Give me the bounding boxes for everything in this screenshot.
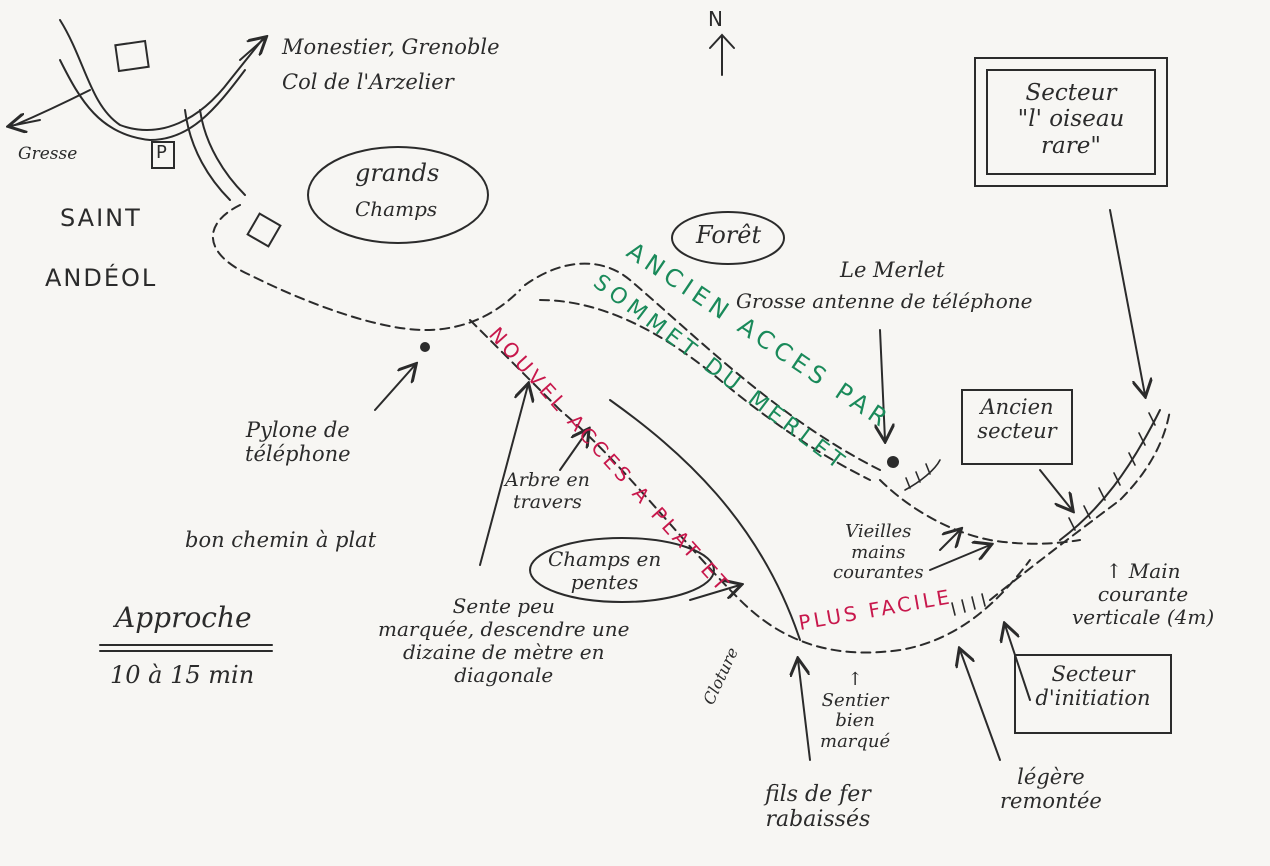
oiseau-rare-box xyxy=(974,57,1168,187)
label-parking: P xyxy=(156,142,169,163)
path-to-pylone xyxy=(212,204,521,332)
label-antenne: Grosse antenne de téléphone xyxy=(736,289,1033,313)
town-andeol: ANDÉOL xyxy=(45,264,158,292)
pylone-dot xyxy=(420,342,430,352)
diamond-icon xyxy=(246,212,282,248)
route-plus-facile: PLUS FACILE xyxy=(797,584,954,635)
label-ancien-secteur: Ancien secteur xyxy=(977,395,1057,444)
path-ancien-acces xyxy=(524,262,881,471)
path-merlet-loop xyxy=(879,479,1081,545)
road-south xyxy=(184,109,231,201)
town-saint: SAINT xyxy=(60,204,142,232)
label-gresse: Gresse xyxy=(18,144,78,164)
label-le-merlet: Le Merlet xyxy=(840,258,945,282)
road-monestier xyxy=(59,19,263,131)
label-fils: fils de fer rabaissés xyxy=(765,782,871,833)
label-sente: Sente peu marquée, descendre une dizaine… xyxy=(378,594,630,687)
fence-line xyxy=(609,399,801,641)
church-icon xyxy=(114,39,150,73)
secteur-initiation-box xyxy=(1014,654,1172,734)
cliff-right xyxy=(1059,409,1161,541)
label-main-courante: ↑ Main courante verticale (4m) xyxy=(1072,559,1215,629)
north-arrow-icon xyxy=(709,33,735,76)
road-monestier-2 xyxy=(59,59,246,142)
label-champs: Champs xyxy=(355,197,438,221)
label-secteur-oiseau: Secteur "l' oiseau rare" xyxy=(1017,80,1125,159)
label-grands: grands xyxy=(355,159,440,187)
label-secteur-initiation: Secteur d'initiation xyxy=(1035,662,1151,711)
label-champs-pentes: Champs en pentes xyxy=(548,547,662,594)
north-label: N xyxy=(708,7,725,31)
path-right-end xyxy=(989,409,1171,601)
label-legere: légère remontée xyxy=(1000,765,1102,814)
road-gresse xyxy=(14,89,91,126)
path-nouvel-acces xyxy=(469,319,1031,654)
parking-icon xyxy=(151,141,175,169)
label-monestier: Monestier, Grenoble xyxy=(282,35,500,59)
antenne-dot xyxy=(887,456,899,468)
champs-pentes-outline xyxy=(529,537,715,603)
label-col: Col de l'Arzelier xyxy=(282,70,454,94)
label-approche: Approche xyxy=(115,601,252,634)
label-arbre: Arbre en travers xyxy=(505,469,590,513)
road-south-2 xyxy=(199,109,246,196)
label-vieilles: Vieilles mains courantes xyxy=(833,521,924,584)
grands-champs-outline xyxy=(307,146,489,244)
label-foret: Forêt xyxy=(696,221,762,249)
label-bon-chemin: bon chemin à plat xyxy=(185,528,377,552)
foret-outline xyxy=(671,211,785,265)
label-sentier: ↑ Sentier bien marqué xyxy=(820,669,891,753)
cliff-small xyxy=(904,459,941,491)
label-duree: 10 à 15 min xyxy=(110,661,255,689)
ancien-secteur-box xyxy=(961,389,1073,465)
path-ancien-lower xyxy=(539,299,871,481)
label-pylone: Pylone de téléphone xyxy=(245,418,351,467)
